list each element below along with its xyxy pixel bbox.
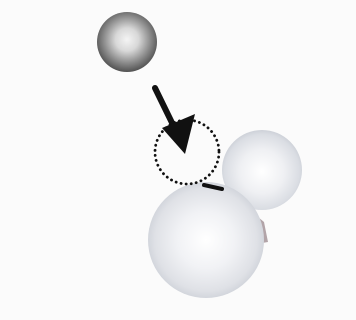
motion-arrow xyxy=(155,88,195,154)
large-lower-sphere xyxy=(148,182,264,298)
incoming-sphere xyxy=(97,12,157,72)
